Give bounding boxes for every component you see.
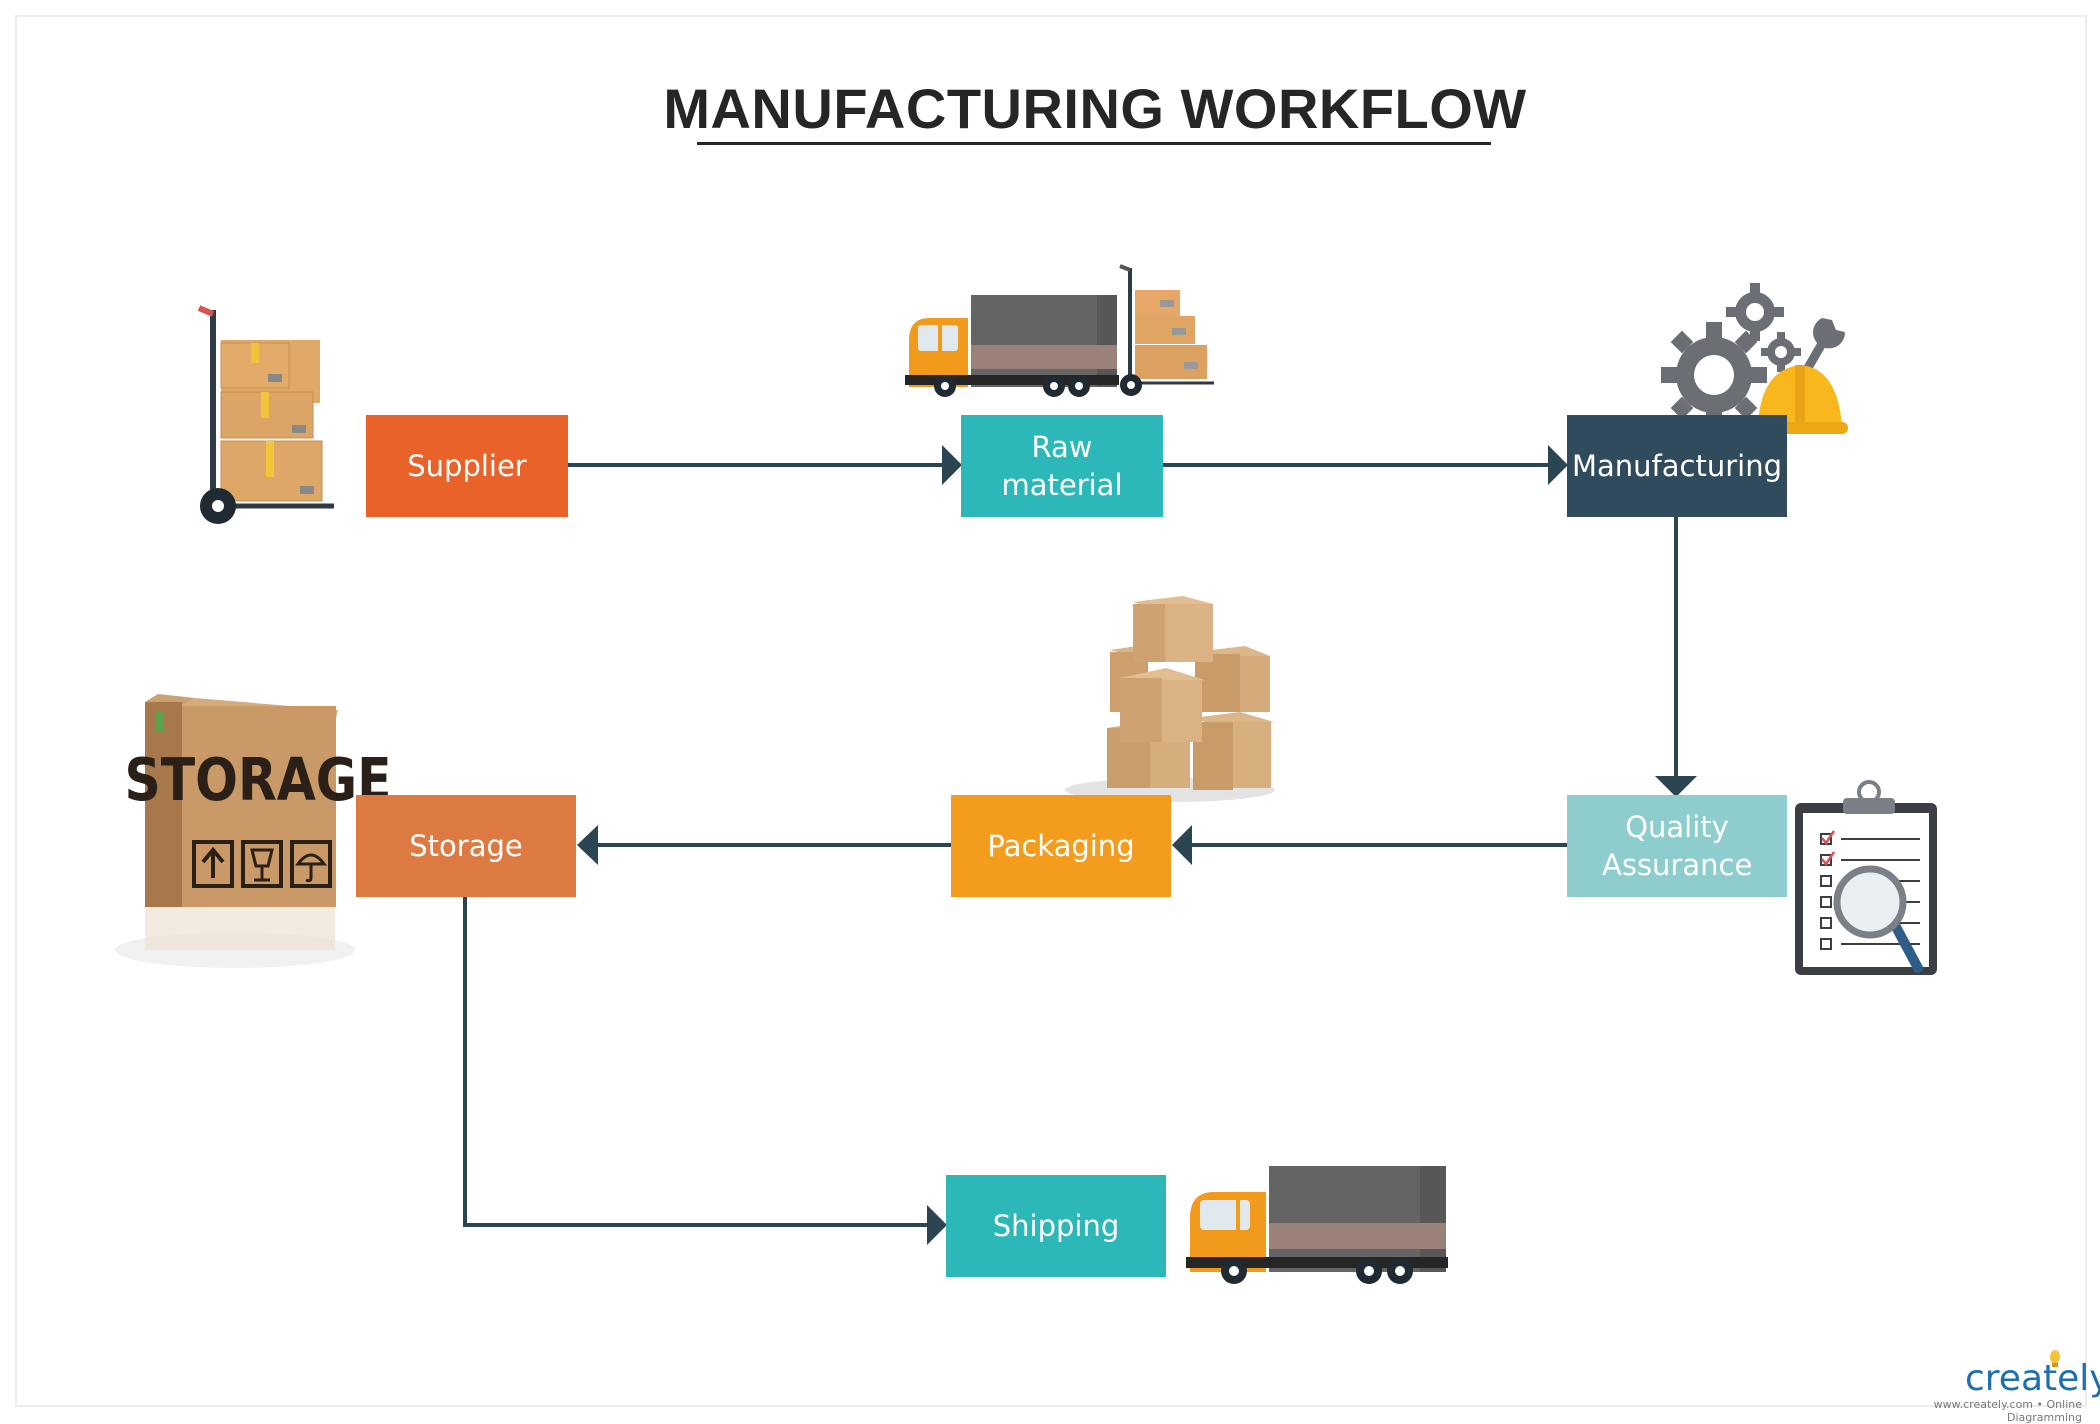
node-quality-assurance-label: Quality Assurance: [1602, 810, 1753, 882]
delivery-truck-with-boxes-icon: [905, 264, 1214, 397]
watermark-brand[interactable]: creately: [1965, 1358, 2100, 1399]
node-raw-material[interactable]: Raw material: [961, 415, 1163, 517]
arrowhead-packaging: [1172, 825, 1192, 865]
arrowhead-shipping: [927, 1205, 947, 1245]
node-quality-assurance[interactable]: Quality Assurance: [1567, 795, 1787, 897]
storage-box-icon: STORAGE: [115, 694, 392, 968]
stacked-boxes-icon: [1065, 596, 1275, 802]
node-manufacturing-label: Manufacturing: [1572, 449, 1782, 483]
node-supplier-label: Supplier: [407, 449, 527, 483]
clipboard-magnifier-icon: [1795, 780, 1937, 975]
delivery-truck-icon: [1186, 1166, 1448, 1284]
gears-helmet-wrench-icon: [1661, 283, 1848, 434]
edge-storage-shipping: [463, 896, 927, 1227]
node-packaging-label: Packaging: [987, 829, 1135, 863]
node-shipping-label: Shipping: [992, 1209, 1120, 1243]
node-storage[interactable]: Storage: [356, 795, 576, 897]
node-manufacturing[interactable]: Manufacturing: [1567, 415, 1787, 517]
node-raw-material-label: Raw material: [1001, 430, 1123, 502]
diagram-title: MANUFACTURING WORKFLOW: [663, 77, 1527, 140]
node-storage-label: Storage: [409, 829, 523, 863]
arrowhead-manufacturing: [1548, 445, 1568, 485]
hand-truck-boxes-icon: [197, 305, 334, 524]
storage-box-text: STORAGE: [124, 745, 391, 814]
diagram-frame: [15, 15, 2087, 1407]
title-underline: [697, 142, 1491, 145]
node-supplier[interactable]: Supplier: [366, 415, 568, 517]
node-packaging[interactable]: Packaging: [951, 795, 1171, 897]
arrowhead-raw-material: [942, 445, 962, 485]
arrowhead-quality: [1655, 776, 1697, 797]
arrowhead-storage: [577, 825, 598, 865]
node-shipping[interactable]: Shipping: [946, 1175, 1166, 1277]
lightbulb-icon: [2050, 1350, 2060, 1367]
watermark-subtitle: www.creately.com • Online Diagramming: [1933, 1398, 2082, 1424]
